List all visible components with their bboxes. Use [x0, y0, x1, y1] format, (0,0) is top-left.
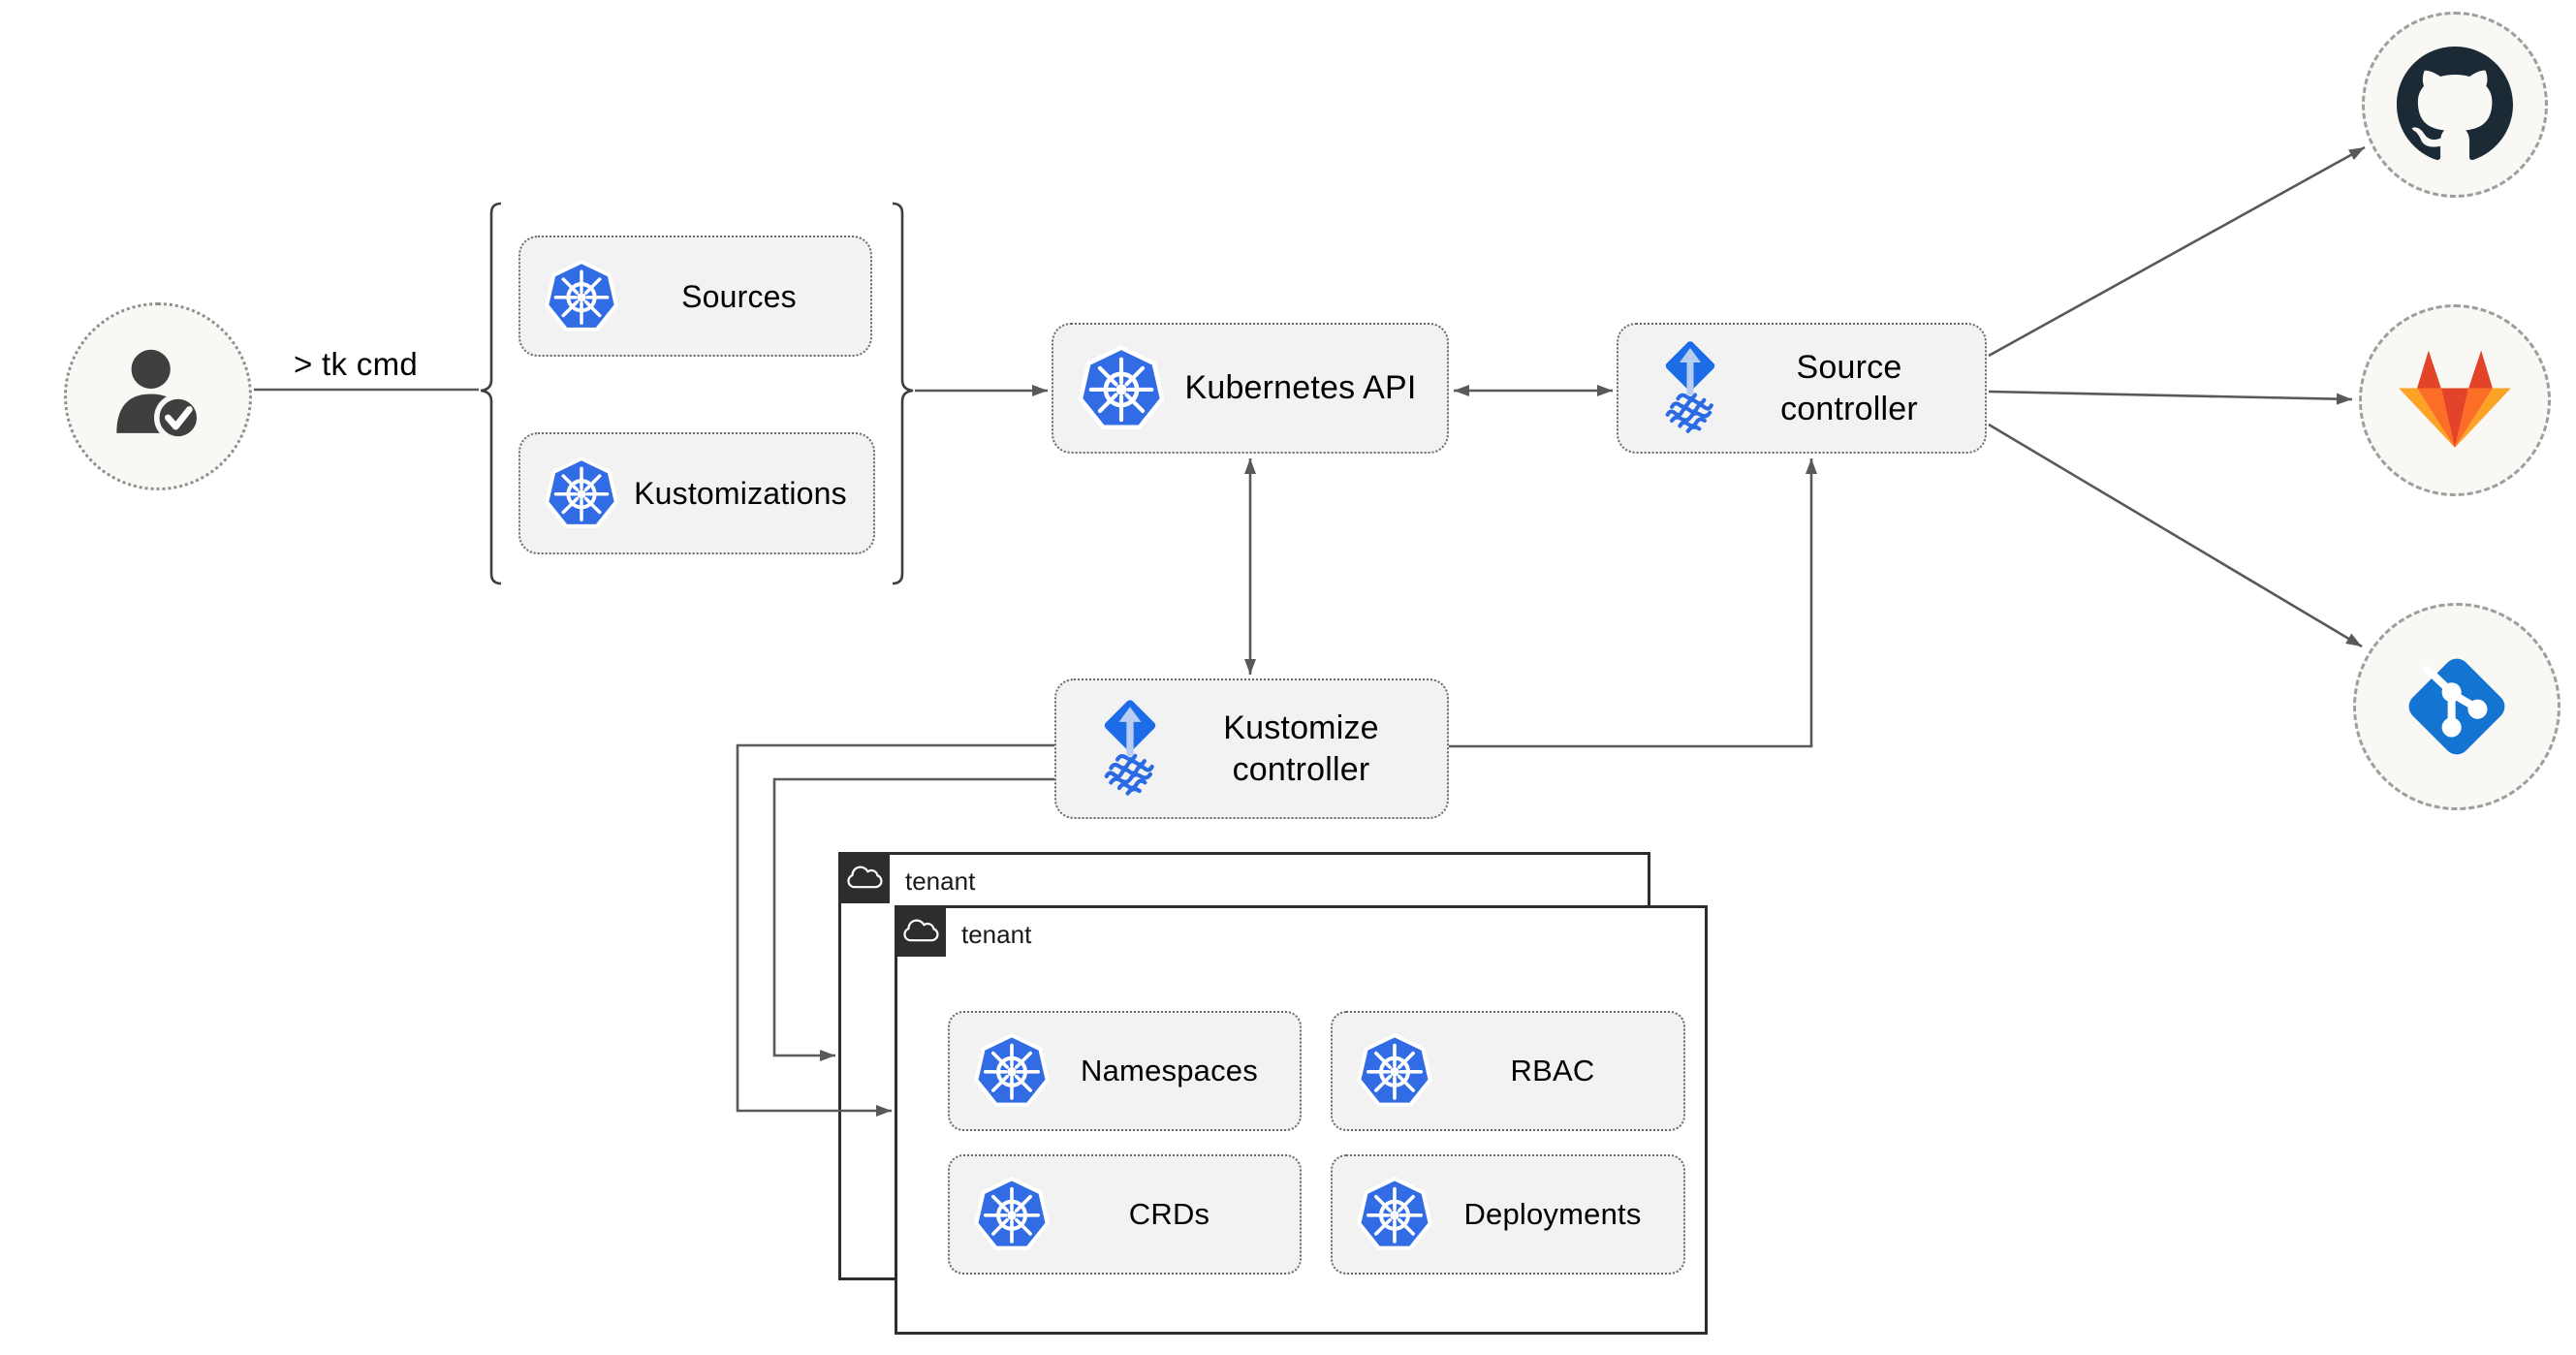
kubernetes-icon: [544, 259, 619, 334]
github-provider: [2362, 12, 2548, 198]
node-label: Kustomize controller: [1223, 709, 1379, 788]
flux-icon: [1080, 699, 1180, 800]
node-label: Source controller: [1780, 349, 1918, 427]
user-check-icon: [116, 349, 203, 442]
node-label: Kustomizations: [634, 476, 847, 511]
node-crds: CRDs: [948, 1154, 1302, 1275]
node-rbac: RBAC: [1331, 1011, 1685, 1131]
gitlab-provider: [2359, 304, 2551, 496]
node-label: RBAC: [1510, 1053, 1595, 1087]
edge-source-to-github: [1988, 145, 2366, 358]
node-label: Sources: [681, 278, 797, 314]
node-label: Kubernetes API: [1184, 369, 1417, 407]
edge-source-to-git: [1988, 423, 2363, 648]
bracket-right: [892, 202, 914, 585]
edge-kustomize-to-source-controller: [1449, 458, 1817, 748]
git-icon: [2408, 658, 2505, 755]
node-label: CRDs: [1128, 1196, 1210, 1231]
cloud-icon: [838, 852, 890, 903]
node-kubernetes-api: Kubernetes API: [1052, 323, 1449, 454]
git-provider: [2353, 603, 2560, 810]
tenant-box-front: tenant Namespaces: [895, 905, 1708, 1335]
flux-icon: [1642, 340, 1739, 437]
bracket-left: [480, 202, 502, 585]
node-sources: Sources: [518, 236, 872, 357]
node-label: Deployments: [1463, 1196, 1642, 1231]
cloud-icon: [895, 905, 946, 957]
kubernetes-icon: [544, 456, 619, 531]
tenant-label: tenant: [961, 920, 1032, 949]
kubernetes-icon: [1077, 344, 1166, 433]
node-source-controller: Source controller: [1617, 323, 1987, 454]
github-icon: [2397, 47, 2513, 161]
tenant-label: tenant: [905, 867, 976, 896]
node-kustomizations: Kustomizations: [518, 432, 875, 554]
kubernetes-icon: [1356, 1176, 1433, 1253]
gitlab-icon: [2399, 350, 2511, 448]
kubernetes-icon: [973, 1032, 1051, 1110]
node-label: Namespaces: [1081, 1053, 1258, 1087]
node-namespaces: Namespaces: [948, 1011, 1302, 1131]
kubernetes-icon: [1356, 1032, 1433, 1110]
node-kustomize-controller: Kustomize controller: [1054, 678, 1449, 819]
command-label: > tk cmd: [294, 346, 419, 382]
edge-source-to-gitlab: [1988, 390, 2353, 405]
node-deployments: Deployments: [1331, 1154, 1685, 1275]
user-avatar: [64, 302, 252, 490]
kubernetes-icon: [973, 1176, 1051, 1253]
